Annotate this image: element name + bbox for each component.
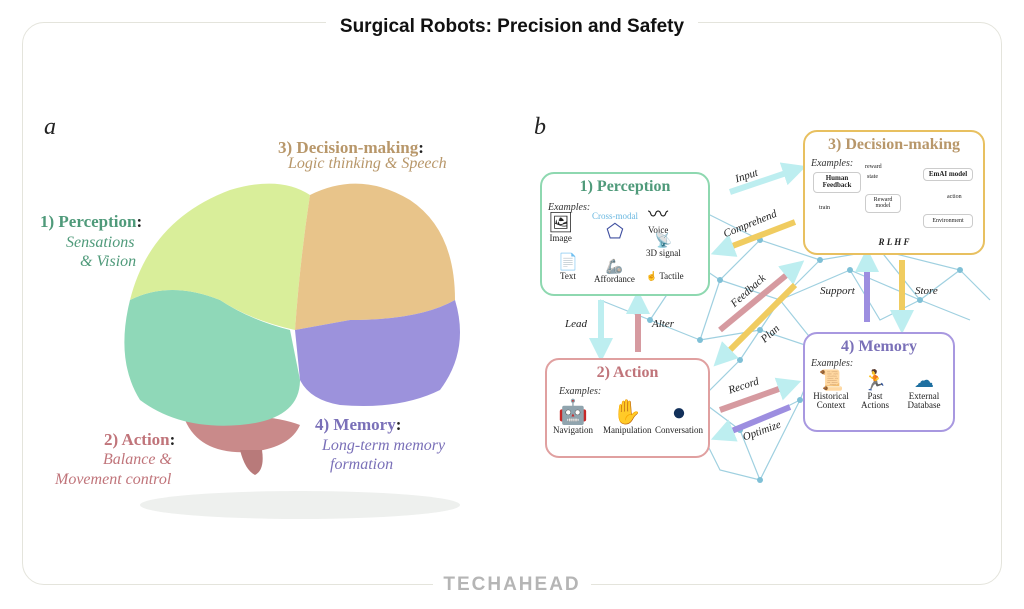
antenna-icon: 📡 xyxy=(654,234,673,249)
human-feedback-node: Human Feedback xyxy=(813,172,861,193)
arrow-store-label: Store xyxy=(915,285,938,297)
brain-frontal-region xyxy=(130,183,310,330)
techahead-logo: TECHAHEAD xyxy=(0,574,1024,596)
panel-b-letter: b xyxy=(534,114,546,140)
memory-past-actions: 🏃Past Actions xyxy=(857,370,893,411)
arrow-record xyxy=(718,377,802,413)
robot-icon: 🤖 xyxy=(558,400,588,426)
brain-perception-desc-1: Sensations xyxy=(66,234,135,251)
perception-tactile: ☝ Tactile xyxy=(646,271,684,281)
perception-affordance: 🦾Affordance xyxy=(594,260,635,285)
image-icon: 🖼 xyxy=(548,212,574,234)
panel-a-letter: a xyxy=(44,114,56,140)
perception-title: 1) Perception xyxy=(579,178,671,195)
arrow-comprehend xyxy=(710,219,797,257)
perception-examples-label: Examples: xyxy=(548,202,591,213)
action-title: 2) Action xyxy=(596,364,659,381)
brain-action-desc-1: Balance & xyxy=(103,451,172,468)
action-label: action xyxy=(947,194,962,200)
action-box: 2) Action Examples: 🤖Navigation ✋Manipul… xyxy=(545,358,710,458)
decision-examples-label: Examples: xyxy=(811,158,854,169)
decision-box: 3) Decision-making Examples: Human Feedb… xyxy=(803,130,985,255)
brain-memory-desc-2: formation xyxy=(330,456,394,473)
cloud-database-icon: ☁ xyxy=(914,370,934,392)
reward-label: reward xyxy=(865,164,882,170)
perception-voice: 〰Voice xyxy=(648,204,669,235)
action-conversation: ●Conversation xyxy=(655,400,703,436)
emai-model-node: EmAI model xyxy=(923,168,973,182)
train-label: train xyxy=(819,205,830,211)
memory-box: 4) Memory Examples: 📜Historical Context … xyxy=(803,332,955,432)
brain-action-label: 2) Action: xyxy=(104,430,176,449)
environment-node: Environment xyxy=(923,214,973,229)
robot-arm-icon: 🦾 xyxy=(605,260,624,275)
hand-icon: ✋ xyxy=(612,400,643,426)
brain-perception-region xyxy=(124,290,300,426)
brain-memory-region xyxy=(295,300,460,406)
arrow-plan xyxy=(713,282,798,367)
state-label: state xyxy=(867,174,878,180)
arrow-optimize xyxy=(710,404,792,442)
brain-memory-label: 4) Memory: xyxy=(315,415,402,434)
brain-decision-region xyxy=(295,183,455,330)
brain-stem xyxy=(240,450,263,475)
action-navigation: 🤖Navigation xyxy=(553,400,593,436)
brain-memory-desc-1: Long-term memory xyxy=(322,437,446,454)
perception-3d-signal: 📡3D signal xyxy=(646,234,681,259)
perception-box: 1) Perception Examples: 🖼Image Cross-mod… xyxy=(540,172,710,296)
arrow-input xyxy=(729,162,807,195)
arrow-alter-label: Alter xyxy=(652,318,674,330)
arrow-support-label: Support xyxy=(820,285,855,297)
waveform-icon: 〰 xyxy=(648,204,669,226)
action-examples-label: Examples: xyxy=(559,386,602,397)
arrow-feedback xyxy=(718,260,805,333)
running-figures-icon: 🏃 xyxy=(862,370,888,392)
document-icon: 📄 xyxy=(558,254,578,271)
hand-touch-icon: ☝ xyxy=(646,271,658,281)
perception-cross-modal: Cross-modal⬠ xyxy=(592,211,638,244)
brain-perception-label: 1) Perception: xyxy=(40,212,143,231)
perception-image: 🖼Image xyxy=(548,212,574,243)
brain-action-desc-2: Movement control xyxy=(55,471,172,488)
network-icon: ⬠ xyxy=(606,221,624,244)
brain-perception-desc-2: & Vision xyxy=(80,253,137,270)
reward-model-node: Reward model xyxy=(865,194,901,213)
brain-decision-desc: Logic thinking & Speech xyxy=(288,155,447,172)
perception-text: 📄Text xyxy=(558,254,578,281)
rlhf-label: R L H F xyxy=(878,237,910,247)
memory-examples-label: Examples: xyxy=(811,358,854,369)
history-document-icon: 📜 xyxy=(818,370,844,392)
arrow-lead-label: Lead xyxy=(565,318,587,330)
memory-external-database: ☁External Database xyxy=(901,370,947,411)
brain-decision-label: 3) Decision-making: xyxy=(278,138,424,157)
decision-title: 3) Decision-making xyxy=(828,136,960,153)
memory-title: 4) Memory xyxy=(841,338,917,355)
memory-historical-context: 📜Historical Context xyxy=(811,370,851,411)
action-manipulation: ✋Manipulation xyxy=(603,400,652,436)
page-title: Surgical Robots: Precision and Safety xyxy=(0,16,1024,38)
chatbot-icon: ● xyxy=(671,400,687,426)
